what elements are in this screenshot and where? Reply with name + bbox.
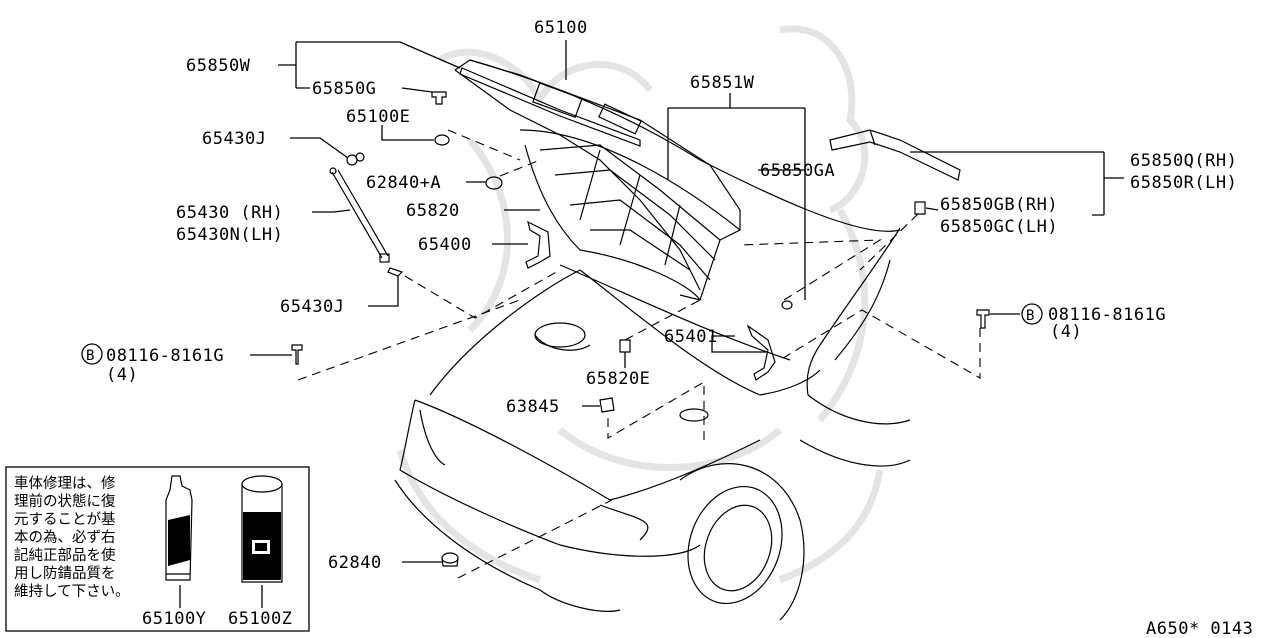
- spray-can-icon: [241, 475, 283, 583]
- hood-stay-65430: [329, 167, 390, 263]
- bolt-left-marker: [81, 343, 103, 365]
- bolt-left-letter: B: [86, 348, 95, 364]
- part-labels: 65100 65850W 65850G 65100E 65430J 62840+…: [81, 18, 1253, 638]
- note-line-2: 理前の状態に復: [14, 493, 116, 510]
- label-65851W: 65851W: [690, 73, 755, 93]
- note-line-6: 用し防錆品質を: [14, 564, 116, 582]
- label-65430J-top: 65430J: [202, 129, 266, 149]
- label-65850R-lh: 65850R(LH): [1130, 173, 1237, 193]
- label-65850GB-rh: 65850GB(RH): [940, 195, 1058, 215]
- label-65430N-lh: 65430N(LH): [176, 225, 283, 245]
- weatherstrip-65850W: [459, 67, 641, 147]
- label-bolt-left-number: 08116-8161G: [106, 346, 224, 366]
- diagram-code: A650* 0143: [1146, 619, 1253, 638]
- label-65430-rh: 65430 (RH): [176, 203, 283, 223]
- label-65850G: 65850G: [312, 79, 376, 99]
- label-65820E: 65820E: [586, 369, 650, 389]
- note-line-7: 維持して下さい。: [14, 583, 130, 600]
- dashed-lines: [297, 129, 981, 579]
- label-65850GC-lh: 65850GC(LH): [940, 217, 1058, 237]
- bolt-right-letter: B: [1026, 308, 1035, 324]
- note-line-4: 本の為、必ず右: [14, 529, 116, 546]
- label-65430J-bottom: 65430J: [280, 297, 344, 317]
- label-65400: 65400: [418, 235, 472, 255]
- watermark-emblem: [396, 25, 884, 584]
- label-65100Y: 65100Y: [142, 609, 206, 629]
- label-65850Q-rh: 65850Q(RH): [1130, 151, 1237, 171]
- label-62840: 62840: [328, 553, 382, 573]
- bolt-right-marker: [1021, 303, 1043, 325]
- label-65100E: 65100E: [346, 107, 410, 127]
- label-65401: 65401: [664, 327, 718, 347]
- note-line-3: 元することが基: [14, 511, 116, 528]
- weatherstrip-65850Q: [829, 129, 961, 181]
- label-63845: 63845: [506, 397, 560, 417]
- sealant-tube-icon: [165, 475, 193, 581]
- small-parts: [291, 91, 990, 567]
- note-line-1: 車体修理は、修: [14, 475, 116, 492]
- label-bolt-left-qty: (4): [106, 365, 138, 385]
- repair-note-box: 車体修理は、修 理前の状態に復 元することが基 本の為、必ず右 記純正部品を使 …: [5, 466, 310, 632]
- label-65850GA: 65850GA: [760, 161, 835, 181]
- label-65850W: 65850W: [186, 56, 251, 76]
- note-line-5: 記純正部品を使: [14, 547, 116, 564]
- label-65100Z: 65100Z: [228, 609, 292, 629]
- hood-panel: [454, 59, 741, 301]
- label-bolt-right-number: 08116-8161G: [1048, 305, 1166, 325]
- car-body: [394, 59, 911, 621]
- label-65100: 65100: [534, 18, 588, 38]
- label-62840A: 62840+A: [366, 173, 441, 193]
- label-65820: 65820: [406, 201, 460, 221]
- leader-lines: [179, 40, 1124, 608]
- label-bolt-right-qty: (4): [1050, 322, 1082, 342]
